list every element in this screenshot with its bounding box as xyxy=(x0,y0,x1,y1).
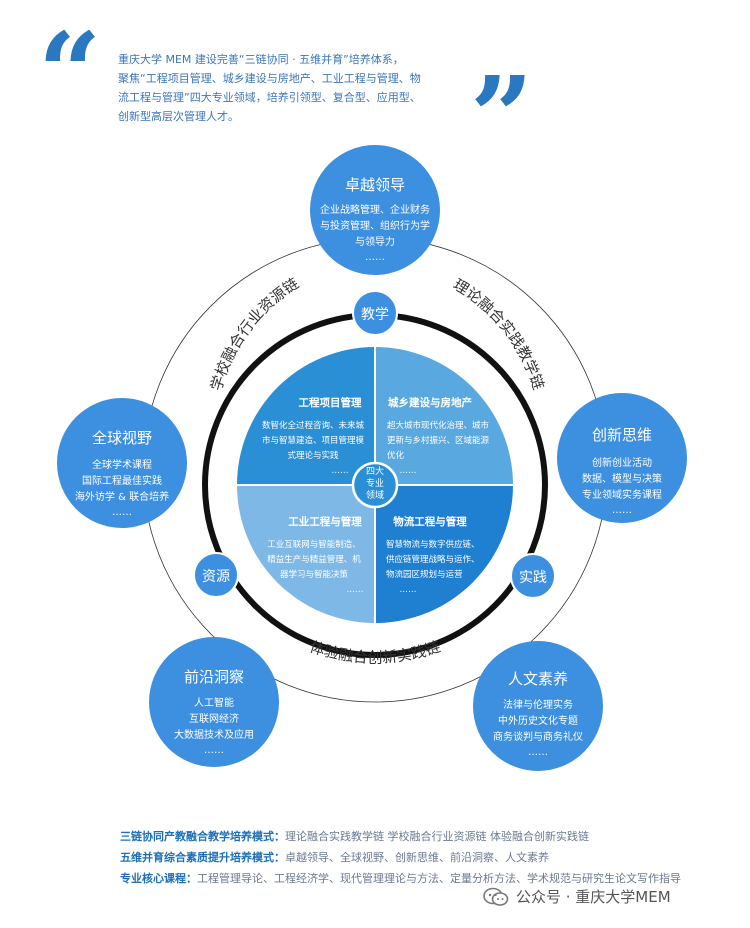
intro-line: 流工程与管理”四大专业领域，培养引领型、复合型、应用型、 xyxy=(118,91,421,104)
outer-circle-line: …… xyxy=(204,745,224,756)
outer-circle-line: 海外访学 & 联合培养 xyxy=(75,490,169,503)
outer-circle-global-vision: 全球视野 全球学术课程 国际工程最佳实践 海外访学 & 联合培养 …… xyxy=(57,398,187,528)
quadrant-line: 市与智慧建造、项目管理模 xyxy=(262,435,365,446)
center-line: 四大 xyxy=(366,465,384,477)
outer-circle-line: …… xyxy=(612,505,632,516)
arc-left-text: 学校融合行业资源链 xyxy=(207,274,302,393)
quadrant-line: 精益生产与精益管理、机 xyxy=(267,554,361,565)
center-badge xyxy=(351,461,399,509)
close-quote-icon: ” xyxy=(470,52,534,181)
arc-label-right: 理论融合实践教学链 xyxy=(450,275,547,392)
intro-line: 重庆大学 MEM 建设完善“三链协同 · 五维并育”培养体系， xyxy=(118,53,404,66)
legend-key: 五维并育综合素质提升培养模式： xyxy=(120,851,285,864)
quadrant-tr xyxy=(375,347,513,485)
quadrant-tl xyxy=(237,347,375,485)
center-line: 专业 xyxy=(366,477,384,489)
legend-key: 专业核心课程： xyxy=(120,872,197,885)
legend-row: 五维并育综合素质提升培养模式：卓越领导、全球视野、创新思维、前沿洞察、人文素养 xyxy=(120,847,720,868)
quadrant-title: 工业工程与管理 xyxy=(288,515,362,528)
quadrant-line: 器学习与智能决策 xyxy=(280,569,349,580)
quadrant-line: 物流园区规划与运营 xyxy=(386,569,463,580)
open-quote-icon: “ xyxy=(38,8,102,137)
intro-text: 重庆大学 MEM 建设完善“三链协同 · 五维并育”培养体系， 聚焦“工程项目管… xyxy=(118,50,458,126)
quadrant-line: 智慧物流与数字供应链、 xyxy=(386,539,480,550)
arc-bottom-text: 体验融合创新实践链 xyxy=(308,638,443,667)
outer-circle-bg xyxy=(557,393,687,523)
outer-circle-line: 互联网经济 xyxy=(189,712,239,725)
quadrant-line: …… xyxy=(400,585,417,595)
outer-circle-line: 大数据技术及应用 xyxy=(174,728,254,741)
quadrant-line: …… xyxy=(347,585,364,595)
outer-circle-title: 全球视野 xyxy=(92,429,152,447)
node-resource-label: 资源 xyxy=(202,569,230,585)
quadrant-line: 式理论与实践 xyxy=(287,450,339,461)
quadrant-line: 优化 xyxy=(387,450,405,461)
node-resource xyxy=(193,552,239,598)
quadrant-line: 超大城市现代化治理、城市 xyxy=(387,420,490,431)
legend-row: 专业核心课程：工程管理导论、工程经济学、现代管理理论与方法、定量分析方法、学术规… xyxy=(120,868,720,889)
outer-circle-innovation: 创新思维 创新创业活动 数据、模型与决策 专业领域实务课程 …… xyxy=(557,393,687,523)
outer-circle-line: 专业领域实务课程 xyxy=(582,488,662,501)
intro-line: 聚焦“工程项目管理、城乡建设与房地产、工业工程与管理、物 xyxy=(118,72,421,85)
outer-circle-line: 创新创业活动 xyxy=(592,456,652,469)
node-practice xyxy=(510,553,556,599)
outer-circle-line: 法律与伦理实务 xyxy=(503,698,573,711)
outer-circle-humanities: 人文素养 法律与伦理实务 中外历史文化专题 商务谈判与商务礼仪 …… xyxy=(473,641,603,771)
outer-circle-line: 数据、模型与决策 xyxy=(582,472,662,485)
quadrant-line: 供应链管理战略与运作、 xyxy=(386,554,480,565)
outer-circle-bg xyxy=(149,637,279,767)
quadrant-title: 城乡建设与房地产 xyxy=(388,396,472,409)
outer-circle-leadership: 卓越领导 企业战略管理、企业财务 与投资管理、组织行为学 与领导力 …… xyxy=(310,145,440,275)
arc-label-bottom: 体验融合创新实践链 xyxy=(308,638,443,667)
outer-circle-title: 卓越领导 xyxy=(345,176,405,194)
outer-circle-bg xyxy=(473,641,603,771)
outer-circle-frontier: 前沿洞察 人工智能 互联网经济 大数据技术及应用 …… xyxy=(149,637,279,767)
watermark-text: 公众号 · 重庆大学MEM xyxy=(516,888,671,906)
outer-circle-line: 与投资管理、组织行为学 xyxy=(320,219,430,232)
legend-value: 工程管理导论、工程经济学、现代管理理论与方法、定量分析方法、学术规范与研究生论文… xyxy=(197,872,681,885)
arc-label-left: 学校融合行业资源链 xyxy=(207,274,302,393)
quadrant-bl xyxy=(237,485,375,623)
quadrant-line: 更新与乡村振兴、区域能源 xyxy=(387,435,490,446)
outer-circle-line: …… xyxy=(365,252,385,263)
quadrant-title: 物流工程与管理 xyxy=(393,515,467,528)
quadrant-group xyxy=(237,347,513,623)
quadrant-line: …… xyxy=(332,466,349,476)
outer-circle-line: 全球学术课程 xyxy=(92,458,152,471)
outer-circle-line: 中外历史文化专题 xyxy=(498,714,578,727)
outer-circle-bg xyxy=(57,398,187,528)
outer-circle-line: …… xyxy=(112,507,132,518)
quadrant-br xyxy=(375,485,513,623)
outer-circle-line: 与领导力 xyxy=(355,235,395,248)
outer-circle-title: 前沿洞察 xyxy=(184,668,244,686)
legend-key: 三链协同产教融合教学培养模式： xyxy=(120,830,285,843)
outer-circle-line: 企业战略管理、企业财务 xyxy=(320,203,430,216)
node-practice-label: 实践 xyxy=(519,570,547,586)
watermark: 公众号 · 重庆大学MEM xyxy=(483,886,671,907)
arc-right-text: 理论融合实践教学链 xyxy=(450,275,547,392)
node-teaching-label: 教学 xyxy=(361,307,389,323)
quadrant-line: 数智化全过程咨询、未来城 xyxy=(262,420,365,431)
center-line: 领域 xyxy=(366,489,384,501)
legend-row: 三链协同产教融合教学培养模式：理论融合实践教学链 学校融合行业资源链 体验融合创… xyxy=(120,826,720,847)
wechat-icon xyxy=(483,887,509,906)
outer-circle-title: 创新思维 xyxy=(592,426,652,444)
outer-circle-line: …… xyxy=(528,747,548,758)
legend-value: 理论融合实践教学链 学校融合行业资源链 体验融合创新实践链 xyxy=(285,830,589,843)
quadrant-line: …… xyxy=(400,466,417,476)
intro-line: 创新型高层次管理人才。 xyxy=(118,110,239,123)
quadrant-line: 工业互联网与智能制造、 xyxy=(267,539,361,550)
quadrant-title: 工程项目管理 xyxy=(299,396,362,409)
outer-circle-line: 人工智能 xyxy=(194,696,234,709)
legend: 三链协同产教融合教学培养模式：理论融合实践教学链 学校融合行业资源链 体验融合创… xyxy=(120,826,720,889)
outer-circle-bg xyxy=(310,145,440,275)
node-teaching xyxy=(352,290,398,336)
outer-circle-title: 人文素养 xyxy=(508,670,568,688)
outer-circle-line: 国际工程最佳实践 xyxy=(82,474,162,487)
legend-value: 卓越领导、全球视野、创新思维、前沿洞察、人文素养 xyxy=(285,851,549,864)
training-system-diagram: 工程项目管理 数智化全过程咨询、未来城 市与智慧建造、项目管理模 式理论与实践 … xyxy=(57,145,687,771)
outer-circle-line: 商务谈判与商务礼仪 xyxy=(493,730,583,743)
